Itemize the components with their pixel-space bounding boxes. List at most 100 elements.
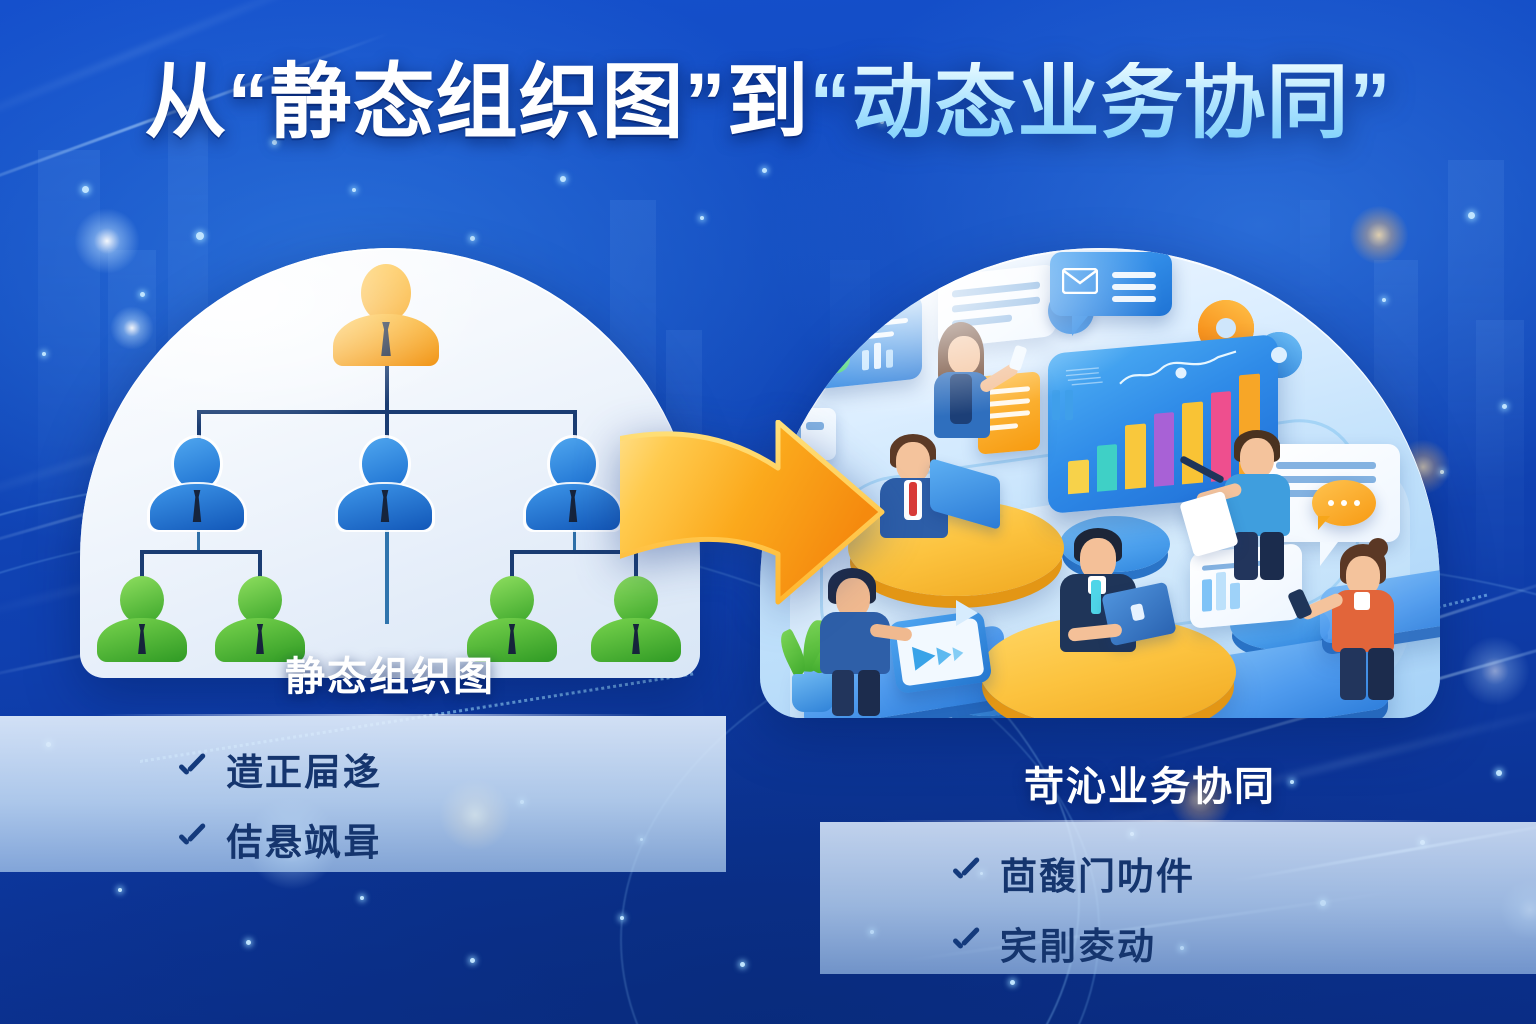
org-connector-l2-right bbox=[573, 410, 577, 444]
person-head bbox=[120, 576, 164, 624]
bullet-label: 宎剈夌动 bbox=[1000, 926, 1156, 967]
org-connector-l3-right-bar bbox=[510, 550, 638, 554]
figure-laptop-man bbox=[870, 434, 1000, 544]
org-node-staff-2 bbox=[200, 576, 320, 662]
org-connector-l3-c bbox=[510, 550, 514, 582]
page-title-part-1: 从“静态组织图”到 bbox=[144, 57, 810, 148]
person-head bbox=[362, 438, 408, 490]
figure-head bbox=[1346, 556, 1380, 596]
bar-chart-bar bbox=[1068, 459, 1089, 495]
figure-head bbox=[896, 442, 930, 482]
org-node-manager-3 bbox=[509, 435, 637, 532]
org-connector-l3-a bbox=[140, 550, 144, 582]
figure-clipboard-man bbox=[1179, 430, 1322, 582]
check-icon bbox=[948, 926, 982, 960]
figure-leg bbox=[1340, 648, 1366, 700]
person-body-ring bbox=[335, 482, 435, 532]
pause-bars-icon bbox=[1052, 390, 1076, 420]
bar-chart-screen[interactable] bbox=[1048, 333, 1278, 515]
left-panel-label: 静态组织图 bbox=[285, 655, 495, 699]
figure-center-laptop-man bbox=[1048, 528, 1177, 678]
org-node-executive bbox=[312, 264, 460, 366]
check-icon bbox=[174, 822, 208, 856]
right-panel-label: 苛沁业务协同 bbox=[1024, 765, 1276, 809]
org-connector-l3-d bbox=[634, 550, 638, 582]
bubble-tail bbox=[1072, 316, 1088, 336]
right-divider bbox=[880, 820, 1440, 822]
left-bullets-backdrop bbox=[0, 716, 726, 872]
transition-arrow bbox=[620, 420, 885, 605]
bullet-label: 茴馥门叻件 bbox=[1000, 856, 1195, 897]
person-head bbox=[238, 576, 282, 624]
bar-chart-bar bbox=[1125, 423, 1146, 490]
figure-head bbox=[1080, 538, 1116, 580]
person-head bbox=[174, 438, 220, 490]
person-head bbox=[361, 264, 411, 322]
static-org-chart-panel bbox=[80, 248, 700, 678]
figure-phone-woman bbox=[1286, 538, 1422, 708]
bubble-tail bbox=[1320, 542, 1338, 566]
person-head bbox=[490, 576, 534, 624]
org-connector-l2a-down bbox=[197, 516, 200, 552]
org-chart bbox=[80, 248, 700, 678]
bar-chart-bar bbox=[1096, 444, 1118, 492]
plant-icon bbox=[774, 619, 848, 716]
page-title: 从“静态组织图”到“动态业务协同” bbox=[0, 62, 1536, 144]
person-head bbox=[614, 576, 658, 624]
play-icon-3 bbox=[956, 600, 978, 626]
bullet-label: 佶悬飒咠 bbox=[226, 822, 382, 863]
check-icon bbox=[174, 752, 208, 786]
list-item: 茴馥门叻件 bbox=[948, 846, 1488, 900]
org-connector-l3-left-bar bbox=[140, 550, 262, 554]
figure-torso bbox=[820, 612, 890, 674]
org-node-manager-1 bbox=[133, 435, 261, 532]
person-tie bbox=[568, 490, 578, 522]
person-tie bbox=[380, 490, 390, 522]
org-connector-l2b-long bbox=[385, 516, 389, 624]
org-node-staff-3 bbox=[452, 576, 572, 662]
left-panel-label-band: 静态组织图 bbox=[60, 636, 720, 710]
figure-head bbox=[836, 578, 870, 618]
person-tie bbox=[138, 624, 146, 654]
dashboard-card-icon[interactable] bbox=[812, 294, 922, 390]
org-node-staff-4 bbox=[576, 576, 696, 662]
org-connector-l2-mid bbox=[385, 410, 389, 444]
org-connector-l2c-down bbox=[573, 516, 576, 552]
person-tie bbox=[632, 624, 640, 654]
message-bubble-icon[interactable] bbox=[1312, 480, 1376, 530]
bullet-label: 逪正屇迻 bbox=[226, 752, 382, 793]
right-bullets-backdrop bbox=[820, 822, 1536, 974]
org-connector-l3-b bbox=[258, 550, 262, 582]
figure-tablet-man bbox=[814, 568, 924, 718]
org-connector-l2-left bbox=[197, 410, 201, 444]
left-divider bbox=[96, 714, 656, 716]
page-title-part-2: “动态业务协同” bbox=[809, 57, 1392, 148]
figure-head bbox=[1240, 438, 1274, 478]
person-tie bbox=[192, 490, 202, 522]
figure-leg bbox=[1368, 648, 1394, 700]
right-panel-bullets: 茴馥门叻件 宎剈夌动 bbox=[948, 846, 1488, 986]
left-panel-bullets: 逪正屇迻 佶悬飒咠 bbox=[174, 742, 694, 882]
figure-leg bbox=[858, 670, 880, 716]
org-node-staff-1 bbox=[82, 576, 202, 662]
check-icon bbox=[948, 856, 982, 890]
org-connector-root-down bbox=[385, 360, 389, 412]
person-head bbox=[550, 438, 596, 490]
dynamic-collaboration-panel bbox=[760, 248, 1440, 718]
list-item: 佶悬飒咠 bbox=[174, 812, 694, 866]
mail-bubble-icon[interactable] bbox=[1050, 252, 1172, 336]
person-tie bbox=[381, 322, 391, 356]
right-panel-label-band: 苛沁业务协同 bbox=[840, 748, 1460, 818]
figure-head bbox=[948, 336, 980, 374]
org-node-manager-2 bbox=[321, 435, 449, 532]
person-body-ring bbox=[147, 482, 247, 532]
bar-chart-bar bbox=[1153, 412, 1175, 487]
figure-leg bbox=[832, 670, 854, 716]
figure-leg bbox=[1234, 532, 1258, 580]
list-item: 逪正屇迻 bbox=[174, 742, 694, 796]
person-tie bbox=[256, 624, 264, 654]
person-tie bbox=[508, 624, 516, 654]
figure-presenter-woman bbox=[916, 322, 1028, 454]
list-item: 宎剈夌动 bbox=[948, 916, 1488, 970]
